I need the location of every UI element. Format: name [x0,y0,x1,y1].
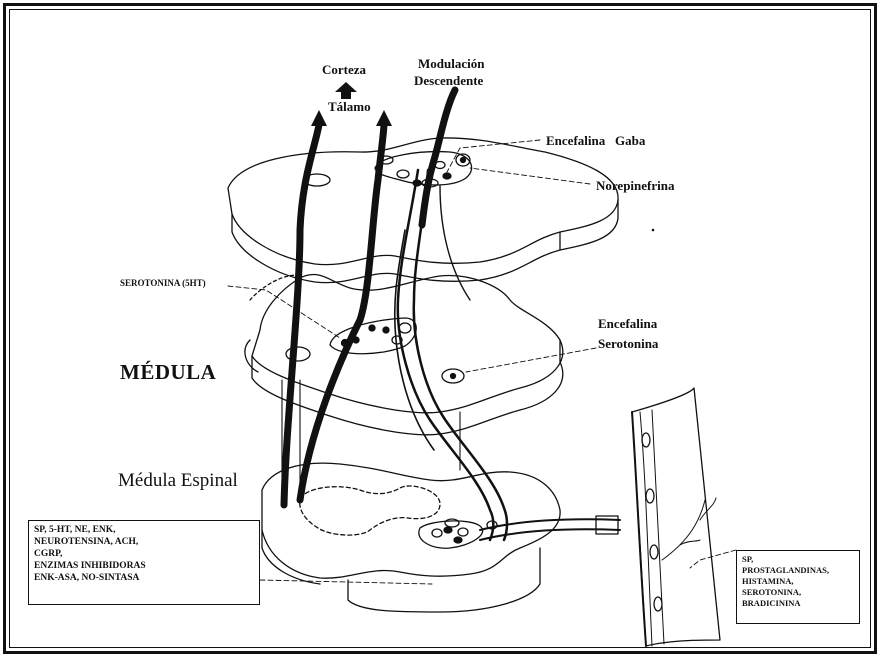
neurotransmitter-line: CGRP, [34,548,254,560]
label-medula: MÉDULA [120,360,216,385]
label-encefalina: Encefalina [598,316,657,332]
label-modulacion-line1: Modulación [418,56,484,72]
label-norepinefrina: Norepinefrina [596,178,674,194]
neurotransmitter-box: SP, 5-HT, NE, ENK, NEUROTENSINA, ACH, CG… [28,520,260,605]
label-talamo: Tálamo [328,99,371,115]
mediator-box: SP, PROSTAGLANDINAS, HISTAMINA, SEROTONI… [736,550,860,624]
up-arrow-icon [334,82,358,100]
ascending-tracts [284,125,384,505]
label-modulacion-line2: Descendente [414,73,483,89]
stray-dot [652,229,655,232]
label-encefalina-gaba: Encefalina Gaba [546,133,645,149]
mediator-line: SEROTONINA, [742,587,854,598]
mediator-line: HISTAMINA, [742,576,854,587]
label-serotonina-5ht: SEROTONINA (5HT) [120,278,206,288]
mediator-line: BRADICININA [742,598,854,609]
mediator-line: SP, [742,554,854,565]
label-serotonina: Serotonina [598,336,658,352]
arrowhead-left-icon [311,110,327,126]
tract-middle [300,125,384,500]
neurotransmitter-line: SP, 5-HT, NE, ENK, [34,524,254,536]
label-corteza: Corteza [322,62,366,78]
mediator-line: PROSTAGLANDINAS, [742,565,854,576]
peripheral-fiber [480,516,620,540]
neurotransmitter-line: ENK-ASA, NO-SINTASA [34,572,254,584]
label-medula-espinal: Médula Espinal [118,470,238,492]
neurotransmitter-line: ENZIMAS INHIBIDORAS [34,560,254,572]
neurotransmitter-line: NEUROTENSINA, ACH, [34,536,254,548]
lower-slab [262,463,560,612]
skin-section [632,388,720,646]
arrowhead-middle-icon [376,110,392,126]
